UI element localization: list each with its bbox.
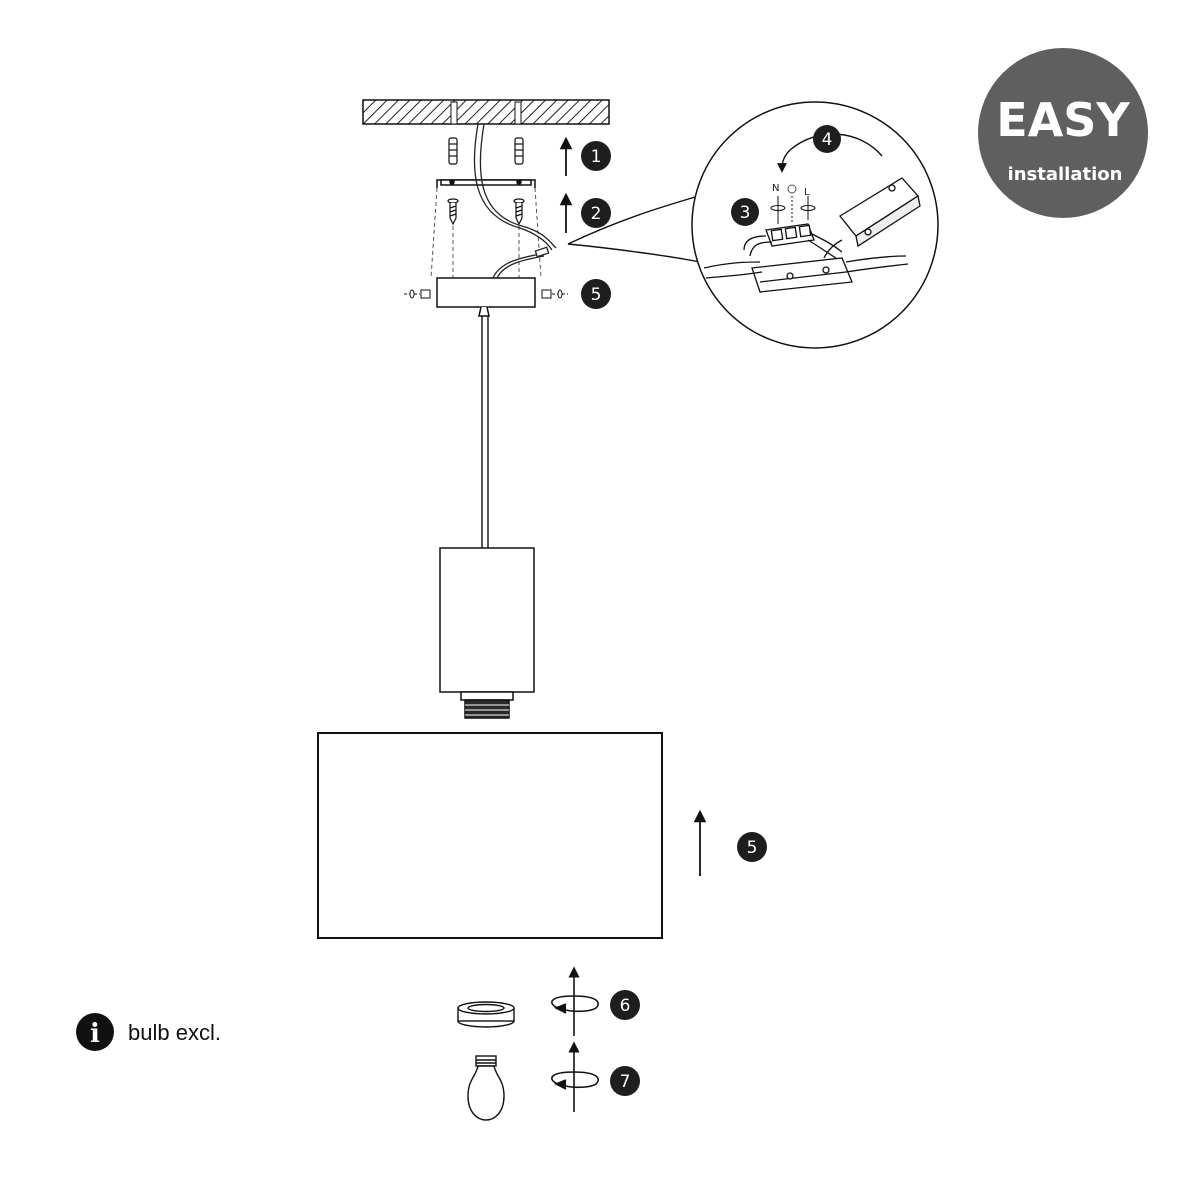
canopy-cable bbox=[492, 246, 550, 279]
wall-plug-right bbox=[514, 137, 524, 165]
lamp-shade bbox=[317, 732, 663, 939]
cable-clamp bbox=[839, 177, 921, 248]
canopy-screw-left bbox=[404, 289, 431, 299]
ceiling bbox=[362, 99, 610, 125]
bulb-excluded-note: bulb excl. bbox=[128, 1020, 221, 1045]
step-number: 5 bbox=[591, 285, 602, 305]
rotate-arrow-step-6-icon bbox=[551, 966, 599, 1036]
earth-symbol-icon bbox=[787, 184, 797, 194]
wall-plug-left bbox=[448, 137, 458, 165]
light-bulb bbox=[467, 1055, 505, 1121]
step-number: 2 bbox=[591, 204, 602, 224]
step-marker-2: 2 bbox=[581, 198, 611, 228]
junction-box bbox=[751, 257, 853, 293]
badge-title: EASY bbox=[996, 93, 1130, 147]
terminal-block bbox=[765, 223, 815, 247]
canopy-screw-right bbox=[541, 289, 568, 299]
screw-right bbox=[513, 198, 525, 226]
detail-cables bbox=[703, 233, 909, 279]
badge-subtitle: installation bbox=[1008, 164, 1123, 185]
suspension-cord bbox=[481, 316, 489, 548]
step-marker-4: 4 bbox=[813, 125, 841, 153]
step-number: 1 bbox=[591, 147, 602, 167]
step-number: 4 bbox=[822, 130, 833, 150]
info-note: i bulb excl. bbox=[76, 1013, 221, 1051]
live-label: L bbox=[804, 187, 810, 198]
step-number: 6 bbox=[620, 996, 631, 1016]
shade-ring bbox=[457, 1001, 515, 1028]
step-marker-5-shade: 5 bbox=[737, 832, 767, 862]
wiring-curve-arrow-icon bbox=[777, 133, 883, 173]
step-marker-1: 1 bbox=[581, 141, 611, 171]
step-marker-3: 3 bbox=[731, 198, 759, 226]
step-marker-7: 7 bbox=[610, 1066, 640, 1096]
rotate-arrow-step-7-icon bbox=[551, 1041, 599, 1112]
svg-text:i: i bbox=[90, 1019, 100, 1049]
step-number: 3 bbox=[740, 203, 751, 223]
terminal-screw-indicators bbox=[770, 196, 816, 224]
neutral-label: N bbox=[772, 183, 779, 194]
easy-installation-badge: EASY installation bbox=[978, 48, 1148, 218]
step-number: 5 bbox=[747, 838, 758, 858]
wiring-detail-callout bbox=[567, 101, 939, 349]
lamp-holder bbox=[439, 547, 535, 719]
canopy bbox=[436, 277, 536, 317]
step-marker-6: 6 bbox=[610, 990, 640, 1020]
info-icon: i bbox=[76, 1013, 114, 1051]
step-number: 7 bbox=[620, 1072, 631, 1092]
step-marker-5-canopy: 5 bbox=[581, 279, 611, 309]
supply-wires bbox=[473, 123, 557, 251]
mounting-bracket bbox=[436, 179, 536, 188]
screw-left bbox=[447, 198, 459, 226]
